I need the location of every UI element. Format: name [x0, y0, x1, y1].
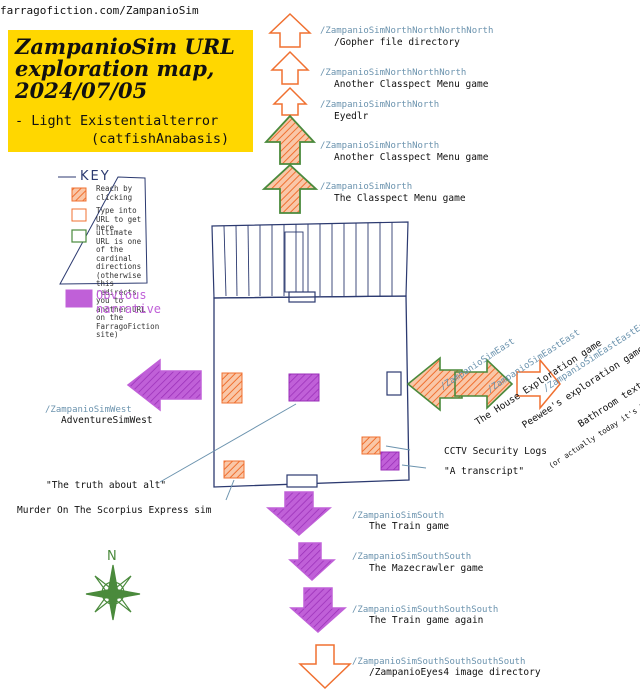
- room-murder: [223, 460, 245, 479]
- page-title: ZampanioSim URL exploration map, 2024/07…: [15, 34, 235, 103]
- compass-north-letter: N: [107, 549, 117, 564]
- north-arrow-3: [270, 50, 310, 85]
- author-name: - Light Existentialterror: [15, 113, 219, 129]
- north-arrow-2: [272, 86, 308, 116]
- south-1-url: /ZampanioSimSouthSouth: [352, 552, 472, 562]
- connector-lines: [159, 403, 427, 501]
- north-3-url: /ZampanioSimNorthNorthNorth: [320, 68, 467, 78]
- key-box: [58, 176, 148, 308]
- north-4-url: /ZampanioSimNorthNorthNorthNorth: [320, 26, 494, 36]
- key-label-ultimate: ultimate URL is one of the cardinal dire…: [96, 228, 160, 339]
- west-arrow: [126, 358, 202, 412]
- title-box: ZampanioSim URL exploration map, 2024/07…: [8, 30, 253, 152]
- north-arrow-4: [268, 12, 312, 48]
- south-arrow-3: [298, 644, 352, 690]
- key-swatch-type: [71, 208, 87, 222]
- north-3-desc: Another Classpect Menu game: [334, 79, 489, 90]
- south-3-url: /ZampanioSimSouthSouthSouthSouth: [352, 657, 526, 667]
- compass-rose: [85, 564, 141, 621]
- west-url: /ZampanioSimWest: [45, 405, 132, 415]
- key-swatch-narrative: [65, 289, 93, 308]
- north-1-desc: Another Classpect Menu game: [334, 152, 489, 163]
- transcript-label: "A transcript": [444, 466, 525, 477]
- cctv-label: CCTV Security Logs: [444, 446, 547, 457]
- south-3-desc: /ZampanioEyes4 image directory: [369, 667, 541, 678]
- truth-label: "The truth about alt": [46, 480, 167, 491]
- west-desc: AdventureSimWest: [61, 415, 153, 426]
- north-4-desc: /Gopher file directory: [334, 37, 460, 48]
- building-top: [211, 221, 409, 303]
- north-0-url: /ZampanioSimNorth: [320, 182, 413, 192]
- east-arrow-1: [454, 358, 514, 410]
- key-heading: KEY: [80, 169, 111, 184]
- room-cctv: [361, 436, 381, 455]
- site-url: farragofiction.com/ZampanioSim: [0, 4, 199, 17]
- author-handle: (catfishAnabasis): [91, 131, 230, 147]
- room-transcript: [380, 451, 400, 471]
- key-label-click: Reach by clicking: [96, 184, 133, 202]
- north-2-url: /ZampanioSimNorthNorth: [320, 100, 440, 110]
- north-arrow-0: [261, 163, 319, 214]
- south-0-url: /ZampanioSimSouth: [352, 511, 445, 521]
- building-main: [213, 295, 410, 488]
- north-2-desc: Eyedlr: [334, 111, 369, 122]
- south-0-desc: The Train game: [369, 521, 450, 532]
- south-2-url: /ZampanioSimSouthSouthSouth: [352, 605, 499, 615]
- east-arrow-2: [516, 357, 561, 411]
- south-arrow-2: [289, 587, 347, 634]
- key-swatch-ultimate: [71, 229, 87, 243]
- north-arrow-1: [263, 114, 317, 165]
- key-swatch-click: [71, 187, 87, 202]
- murder-label: Murder On The Scorpius Express sim: [17, 505, 212, 516]
- room-truth-about-alt: [288, 373, 320, 402]
- south-1-desc: The Mazecrawler game: [369, 563, 484, 574]
- south-arrow-1: [288, 542, 336, 582]
- room-west-door: [221, 372, 243, 404]
- key-label-type: Type into URL to get here: [96, 206, 142, 232]
- key-label-narrative: Obvious narrative: [96, 288, 162, 316]
- south-arrow-0: [265, 491, 333, 536]
- north-0-desc: The Classpect Menu game: [334, 193, 466, 204]
- north-1-url: /ZampanioSimNorthNorth: [320, 141, 440, 151]
- south-2-desc: The Train game again: [369, 615, 484, 626]
